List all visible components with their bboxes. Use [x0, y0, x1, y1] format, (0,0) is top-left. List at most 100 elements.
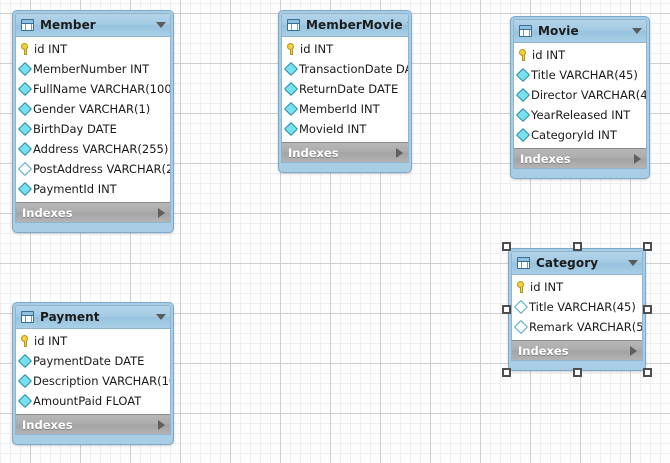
- key-icon: [516, 281, 527, 293]
- column-row[interactable]: AmountPaid FLOAT: [16, 391, 170, 411]
- resize-handle-sw[interactable]: [502, 368, 511, 377]
- table-icon: [21, 311, 34, 323]
- resize-handle-s[interactable]: [572, 368, 582, 377]
- table-bottom-strip: [281, 163, 409, 172]
- resize-handle-w[interactable]: [502, 305, 511, 314]
- chevron-down-icon[interactable]: [406, 22, 408, 28]
- diamond-icon: [283, 101, 299, 117]
- key-icon: [20, 335, 31, 347]
- diamond-icon: [17, 181, 33, 197]
- column-label: Director VARCHAR(45): [531, 88, 647, 102]
- column-label: PaymentId INT: [33, 182, 117, 196]
- column-row[interactable]: Director VARCHAR(45): [514, 85, 646, 105]
- column-row[interactable]: ReturnDate DATE: [282, 79, 408, 99]
- table-name-label: Category: [536, 256, 599, 270]
- column-label: ReturnDate DATE: [299, 82, 399, 96]
- chevron-down-icon[interactable]: [632, 28, 642, 34]
- column-row[interactable]: YearReleased INT: [514, 105, 646, 125]
- diamond-icon: [515, 87, 531, 103]
- diamond-icon: [513, 319, 529, 335]
- indexes-bar[interactable]: Indexes: [514, 148, 646, 168]
- table-name-label: MemberMovie: [306, 18, 403, 32]
- chevron-down-icon[interactable]: [156, 314, 166, 320]
- column-row[interactable]: Title VARCHAR(45): [512, 297, 642, 317]
- column-row[interactable]: id INT: [16, 39, 170, 59]
- column-row[interactable]: CategoryId INT: [514, 125, 646, 145]
- column-row[interactable]: Gender VARCHAR(1): [16, 99, 170, 119]
- diamond-icon: [17, 121, 33, 137]
- diamond-icon: [515, 127, 531, 143]
- column-row[interactable]: Remark VARCHAR(500): [512, 317, 642, 337]
- column-row[interactable]: FullName VARCHAR(100): [16, 79, 170, 99]
- table-name-label: Movie: [538, 24, 579, 38]
- table-title-bar[interactable]: Category: [512, 252, 642, 275]
- column-row[interactable]: Title VARCHAR(45): [514, 65, 646, 85]
- table-icon: [519, 25, 532, 37]
- table-title-bar[interactable]: MemberMovie: [282, 14, 408, 37]
- column-row[interactable]: id INT: [512, 277, 642, 297]
- resize-handle-n[interactable]: [572, 242, 582, 251]
- column-row[interactable]: PaymentDate DATE: [16, 351, 170, 371]
- indexes-bar[interactable]: Indexes: [282, 142, 408, 162]
- resize-handle-se[interactable]: [643, 368, 652, 377]
- table-title-bar[interactable]: Payment: [16, 306, 170, 329]
- column-row[interactable]: MemberId INT: [282, 99, 408, 119]
- table-bottom-strip: [15, 223, 171, 232]
- column-row[interactable]: PostAddress VARCHAR(255): [16, 159, 170, 179]
- diamond-icon: [17, 373, 33, 389]
- resize-handle-ne[interactable]: [643, 242, 652, 251]
- indexes-label: Indexes: [520, 151, 571, 166]
- diamond-icon: [17, 161, 33, 177]
- diamond-icon: [17, 81, 33, 97]
- resize-handle-nw[interactable]: [502, 242, 511, 251]
- column-row[interactable]: TransactionDate DATE: [282, 59, 408, 79]
- table-name-label: Member: [40, 18, 96, 32]
- column-label: PostAddress VARCHAR(255): [33, 162, 170, 176]
- column-row[interactable]: PaymentId INT: [16, 179, 170, 199]
- table-bottom-strip: [513, 169, 647, 178]
- chevron-down-icon[interactable]: [156, 22, 166, 28]
- column-label: MovieId INT: [299, 122, 367, 136]
- resize-handle-e[interactable]: [643, 305, 652, 314]
- chevron-right-icon[interactable]: [396, 147, 403, 158]
- column-label: AmountPaid FLOAT: [33, 394, 142, 408]
- diamond-icon: [17, 141, 33, 157]
- column-label: Address VARCHAR(255): [33, 142, 169, 156]
- chevron-right-icon[interactable]: [158, 419, 165, 430]
- chevron-right-icon[interactable]: [630, 345, 637, 356]
- chevron-right-icon[interactable]: [158, 207, 165, 218]
- indexes-bar[interactable]: Indexes: [512, 340, 642, 360]
- indexes-bar[interactable]: Indexes: [16, 414, 170, 434]
- column-row[interactable]: Description VARCHAR(100): [16, 371, 170, 391]
- column-label: MemberId INT: [299, 102, 380, 116]
- column-row[interactable]: id INT: [282, 39, 408, 59]
- chevron-down-icon[interactable]: [628, 260, 638, 266]
- column-row[interactable]: id INT: [514, 45, 646, 65]
- column-row[interactable]: Address VARCHAR(255): [16, 139, 170, 159]
- column-label: YearReleased INT: [531, 108, 631, 122]
- indexes-bar[interactable]: Indexes: [16, 202, 170, 222]
- table-title-bar[interactable]: Movie: [514, 20, 646, 43]
- column-row[interactable]: id INT: [16, 331, 170, 351]
- column-label: Remark VARCHAR(500): [529, 320, 643, 334]
- table-title-bar[interactable]: Member: [16, 14, 170, 37]
- column-label: PaymentDate DATE: [33, 354, 145, 368]
- column-label: id INT: [34, 42, 68, 56]
- table-bottom-strip: [15, 435, 171, 444]
- column-row[interactable]: MovieId INT: [282, 119, 408, 139]
- column-row[interactable]: BirthDay DATE: [16, 119, 170, 139]
- chevron-right-icon[interactable]: [634, 153, 641, 164]
- diamond-icon: [515, 107, 531, 123]
- column-row[interactable]: MemberNumber INT: [16, 59, 170, 79]
